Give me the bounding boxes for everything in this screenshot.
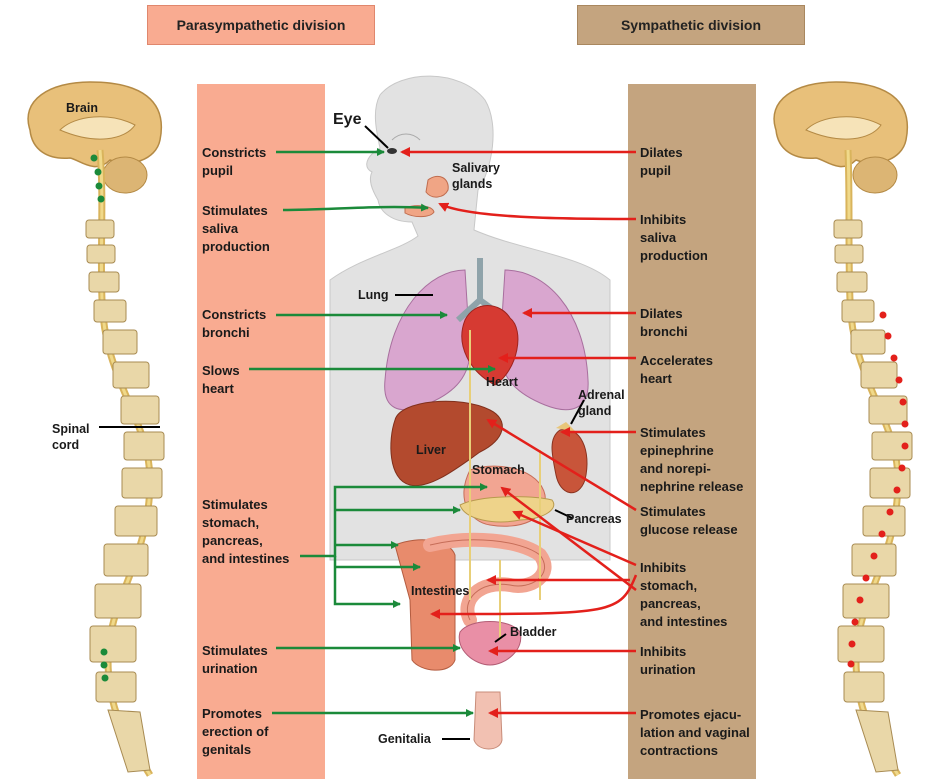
para-label-urination: Stimulates urination — [202, 643, 268, 676]
symp-label-digestion: Inhibits stomach, pancreas, and intestin… — [640, 560, 728, 629]
lungs — [384, 258, 589, 411]
leader-lines — [99, 125, 585, 740]
kidney — [551, 428, 588, 493]
sympathetic-header-text: Sympathetic division — [620, 17, 762, 33]
brain-label: Brain — [66, 101, 98, 115]
nerve-lines — [469, 330, 541, 640]
para-label-digestion: Stimulates stomach, pancreas, and intest… — [202, 497, 290, 566]
organ-label-salivary: Salivary glands — [452, 161, 500, 191]
spinal-cord-label: Spinal cord — [52, 422, 90, 452]
organ-label-intestines: Intestines — [411, 584, 470, 598]
organ-label-lung: Lung — [358, 288, 389, 302]
organ-label-pancreas: Pancreas — [566, 512, 622, 526]
parasympathetic-header-text: Parasympathetic division — [176, 17, 346, 33]
genitalia — [473, 691, 503, 750]
organ-label-bladder: Bladder — [510, 625, 557, 639]
organ-label-eye: Eye — [333, 111, 362, 128]
symp-label-adrenal: Stimulates epinephrine and norepi- nephr… — [640, 425, 744, 494]
para-label-heart: Slows heart — [202, 363, 240, 396]
eye — [387, 148, 397, 154]
organ-label-adrenal: Adrenal gland — [578, 388, 625, 418]
bladder — [458, 621, 522, 666]
para-label-genitals: Promotes erection of genitals — [202, 706, 269, 757]
symp-label-bronchi: Dilates bronchi — [640, 306, 688, 339]
para-label-saliva: Stimulates saliva production — [202, 203, 270, 254]
sympathetic-header: Sympathetic division — [577, 5, 805, 45]
symp-label-heart: Accelerates heart — [640, 353, 713, 386]
organ-label-liver: Liver — [416, 443, 446, 457]
right-brain-spine — [773, 81, 913, 777]
sympathetic-column — [628, 84, 756, 779]
heart — [461, 305, 519, 386]
parasympathetic-arrows — [249, 148, 496, 717]
para-label-bronchi: Constricts bronchi — [202, 307, 267, 340]
parasympathetic-header: Parasympathetic division — [147, 5, 375, 45]
symp-label-saliva: Inhibits saliva production — [640, 212, 708, 263]
symp-label-glucose: Stimulates glucose release — [640, 504, 738, 537]
organ-label-genitalia: Genitalia — [378, 732, 431, 746]
organ-label-heart: Heart — [486, 375, 518, 389]
sympathetic-arrows — [400, 147, 638, 718]
symp-label-urination: Inhibits urination — [640, 644, 696, 677]
liver — [390, 400, 503, 487]
left-brain-spine — [27, 81, 165, 777]
salivary-gland — [425, 175, 449, 198]
pancreas — [459, 496, 555, 523]
para-label-pupil: Constricts pupil — [202, 145, 267, 178]
parasympathetic-column — [197, 84, 325, 779]
symp-label-pupil: Dilates pupil — [640, 145, 683, 178]
organ-label-stomach: Stomach — [472, 463, 525, 477]
symp-label-genitals: Promotes ejacu- lation and vaginal contr… — [640, 707, 750, 758]
